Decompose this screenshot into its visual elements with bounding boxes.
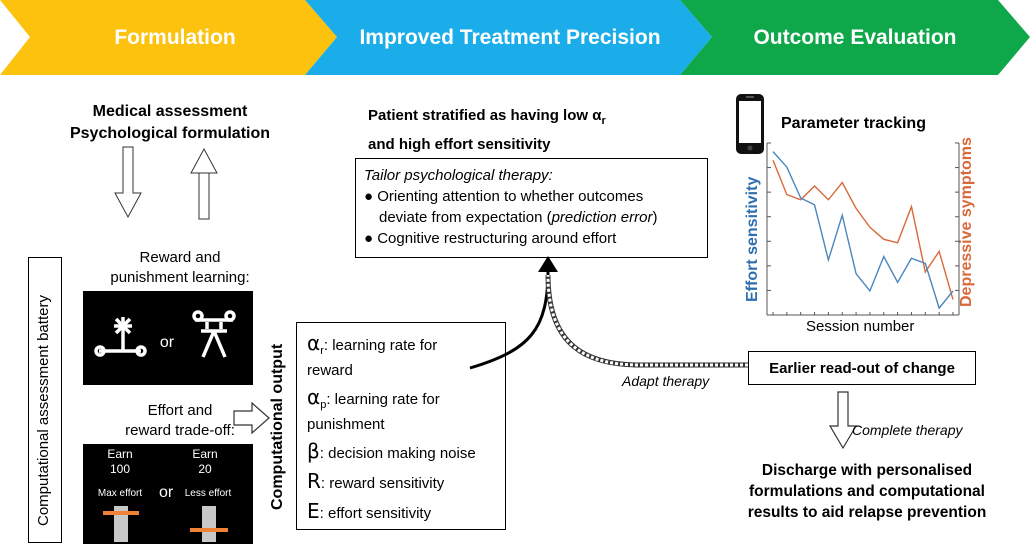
param-text2: punishment [307,416,385,433]
reward-punish-line2: punishment learning: [110,269,250,286]
banner-evaluation: Outcome Evaluation [753,26,957,49]
bullet-orienting-a: deviate from expectation ( [379,209,552,226]
earlier-readout-label: Earlier read-out of change [769,360,955,377]
tailor-therapy-box: Tailor psychological therapy: ● Orientin… [355,158,708,258]
parameter-tracking-title: Parameter tracking [781,115,926,132]
banner-precision: Improved Treatment Precision [359,26,661,49]
chart-xlabel: Session number [806,318,915,335]
learning-task-panel [83,291,253,385]
banner-evaluation-shape [680,0,1030,75]
complete-therapy-arrow-icon [828,391,858,450]
stratified-line1: Patient stratified as having low αr [368,104,668,133]
stimulus-left-icon [94,317,147,357]
phone-icon [736,94,764,154]
param-sub: r [320,345,324,357]
stage-banners [0,0,1030,75]
effort-line2: reward trade-off: [125,422,235,439]
param-alpha-p: αp: learning rate for punishment [307,387,440,435]
banner-formulation: Formulation [114,26,236,49]
discharge-text: Discharge with personalised formulations… [712,460,1022,523]
effort-task-panel [83,444,253,544]
banner-precision-shape [305,0,712,75]
earn-left: Earn 100 [95,447,145,477]
stimulus-right-icon [192,310,236,358]
bullet-orienting: ● Orienting attention to whether outcome… [364,188,644,205]
output-to-tailor-arrowhead-icon [538,256,558,272]
less-effort-marker [190,528,228,532]
chart-ylabel-right: Depressive symptoms [958,137,975,307]
or-label: or [160,334,175,351]
earn-left-line2: 100 [109,462,131,476]
param-text2: reward [307,362,353,379]
param-text: : effort sensitivity [319,505,432,522]
effort-bars [103,506,228,542]
assessment-arrows [114,146,218,220]
series-line-effort [772,151,954,310]
computational-output-box: αr: learning rate for reward αp: learnin… [296,322,506,530]
discharge-line2: formulations and computational [749,483,985,500]
param-symbol: α [307,331,321,355]
earn-left-line1: Earn [107,447,133,461]
banner-formulation-shape [0,0,337,75]
down-arrow-icon [114,146,142,219]
adapt-therapy-path-inner [546,274,748,367]
discharge-line1: Discharge with personalised [761,462,973,479]
parameter-chart [766,142,960,316]
output-to-tailor-curve [469,269,550,370]
adapt-therapy-label: Adapt therapy [622,373,710,389]
param-symbol: α [307,385,321,409]
max-effort-marker [103,511,139,515]
effort-line1: Effort and [147,402,213,419]
param-text: : decision making noise [319,445,476,462]
bullet-orienting-cont: deviate from expectation (prediction err… [364,207,699,228]
chart-axes [766,143,960,316]
param-beta: β: decision making noise [307,441,476,464]
earn-right-line2: 20 [198,462,212,476]
param-symbol: E [307,499,320,523]
param-symbol: β [307,439,320,463]
chart-ticks [767,142,959,316]
battery-to-output-arrow-icon [233,401,270,435]
reward-punish-label: Reward and punishment learning: [80,248,280,288]
series-line-depressive [772,159,954,300]
reward-punish-line1: Reward and [139,249,221,266]
or-label-effort: or [159,484,174,501]
less-effort-bar [202,506,216,542]
earn-right-line1: Earn [192,447,218,461]
up-arrow-icon [190,147,218,220]
param-text: : reward sensitivity [320,475,445,492]
assessment-line1: Medical assessment [92,103,248,120]
param-alpha-r: αr: learning rate for reward [307,333,437,381]
effort-label: Effort and reward trade-off: [80,401,280,441]
bullet-restructuring: ● Cognitive restructuring around effort [364,230,617,247]
param-text: : learning rate for [326,391,440,408]
battery-label-box [28,257,62,543]
param-e: E: effort sensitivity [307,501,431,524]
param-text: : learning rate for [323,337,438,354]
max-effort-label: Max effort [97,488,143,499]
discharge-line3: results to aid relapse prevention [747,504,987,521]
tailor-title: Tailor psychological therapy: [364,167,553,184]
chart-ylabel-left: Effort sensitivity [744,176,761,302]
less-effort-label: Less effort [184,488,232,499]
param-sub: p [320,399,327,411]
earlier-readout-box [748,351,976,385]
assessment-line2: Psychological formulation [69,125,271,142]
bullet-orienting-c: ) [652,209,658,226]
learning-task-stimuli: or [94,310,236,358]
param-symbol: R [307,469,321,493]
param-r: R: reward sensitivity [307,471,444,494]
stratified-text: Patient stratified as having low αr and … [368,104,668,157]
earn-right: Earn 20 [180,447,230,477]
complete-therapy-label: Complete therapy [852,422,963,438]
assessment-text: Medical assessment Psychological formula… [55,101,285,145]
prediction-error-text: prediction error [551,209,653,226]
stratified-sub: r [601,115,606,127]
stratified-line2: and high effort sensitivity [368,136,551,153]
stratified-line1-text: Patient stratified as having low α [368,107,602,124]
